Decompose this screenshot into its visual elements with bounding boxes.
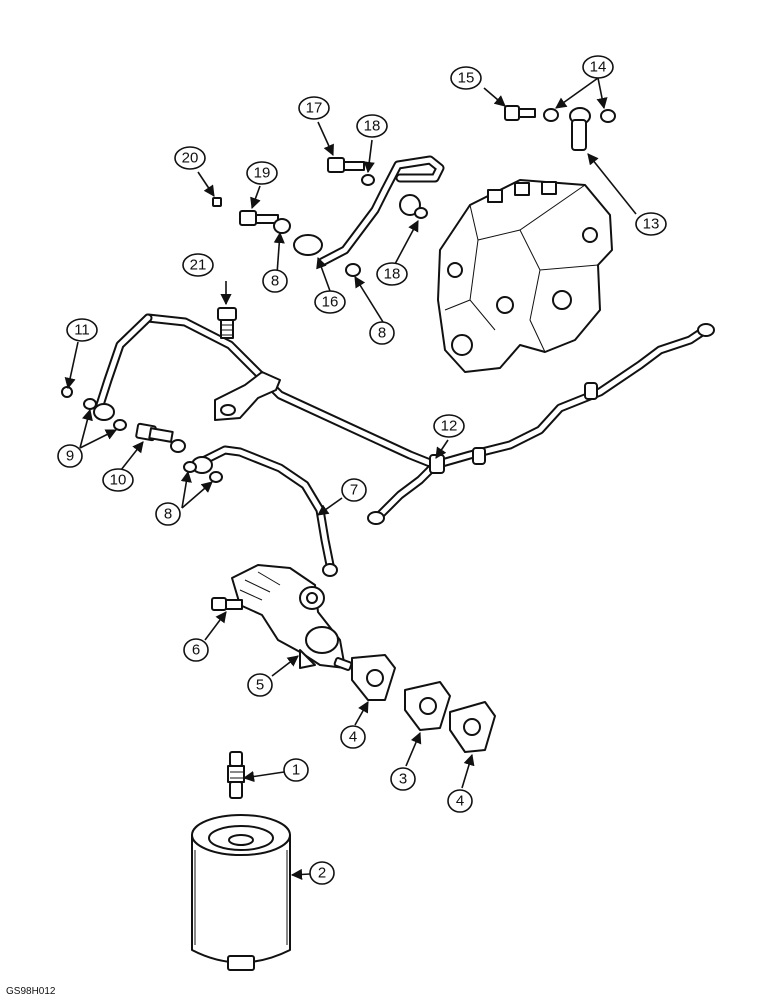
svg-text:17: 17 <box>306 100 323 117</box>
callout-20: 20 <box>174 146 206 170</box>
svg-text:5: 5 <box>256 677 264 694</box>
svg-text:8: 8 <box>378 325 386 342</box>
svg-text:9: 9 <box>66 448 74 465</box>
svg-text:18: 18 <box>364 118 381 135</box>
pipe-bracket <box>214 371 281 421</box>
callout-4a: 4 <box>340 725 366 749</box>
callout-11: 11 <box>66 318 98 342</box>
svg-text:21: 21 <box>190 257 207 274</box>
callout-14: 14 <box>582 55 614 79</box>
svg-text:4: 4 <box>349 729 357 746</box>
callout-12: 12 <box>433 414 465 438</box>
svg-text:14: 14 <box>590 59 607 76</box>
bolt-6 <box>211 597 243 611</box>
callout-17: 17 <box>298 96 330 120</box>
callout-8b: 8 <box>262 269 288 293</box>
svg-text:8: 8 <box>164 506 172 523</box>
svg-text:16: 16 <box>322 294 339 311</box>
svg-text:1: 1 <box>292 762 300 779</box>
fuel-pipe-7 <box>191 445 338 577</box>
svg-text:18: 18 <box>384 266 401 283</box>
callout-18a: 18 <box>356 114 388 138</box>
leader-lines <box>64 77 637 881</box>
svg-text:2: 2 <box>318 865 326 882</box>
svg-text:11: 11 <box>74 322 90 339</box>
callout-5: 5 <box>247 673 273 697</box>
callout-1: 1 <box>283 758 309 782</box>
svg-text:4: 4 <box>456 793 464 810</box>
bolt-21 <box>217 307 237 339</box>
callout-19: 19 <box>246 161 278 185</box>
svg-text:10: 10 <box>110 472 127 489</box>
figure-code: GS98H012 <box>6 986 56 997</box>
svg-text:20: 20 <box>182 150 199 167</box>
callout-15: 15 <box>450 66 482 90</box>
gaskets <box>351 654 496 753</box>
callout-8a: 8 <box>155 502 181 526</box>
injection-pump <box>437 179 613 373</box>
callout-21: 21 <box>182 253 214 277</box>
callout-13: 13 <box>635 212 667 236</box>
svg-text:12: 12 <box>441 418 458 435</box>
fuel-filter <box>191 814 291 971</box>
upper-fittings <box>212 157 428 277</box>
callout-16: 16 <box>314 290 346 314</box>
svg-text:13: 13 <box>643 216 660 233</box>
callout-3: 3 <box>390 767 416 791</box>
svg-text:19: 19 <box>254 165 271 182</box>
callout-18b: 18 <box>376 262 408 286</box>
lift-pump <box>231 564 353 671</box>
svg-text:8: 8 <box>271 273 279 290</box>
svg-text:3: 3 <box>399 771 407 788</box>
callout-9: 9 <box>57 444 83 468</box>
callout-4b: 4 <box>447 789 473 813</box>
callout-6: 6 <box>183 638 209 662</box>
svg-text:6: 6 <box>192 642 200 659</box>
callout-7: 7 <box>341 478 367 502</box>
callout-8c: 8 <box>369 321 395 345</box>
callout-2: 2 <box>309 861 335 885</box>
fuel-supply-line <box>95 313 715 525</box>
svg-text:7: 7 <box>350 482 358 499</box>
callout-10: 10 <box>102 468 134 492</box>
filter-adapter <box>227 751 245 799</box>
svg-text:15: 15 <box>458 70 475 87</box>
pump-fittings <box>504 105 616 151</box>
